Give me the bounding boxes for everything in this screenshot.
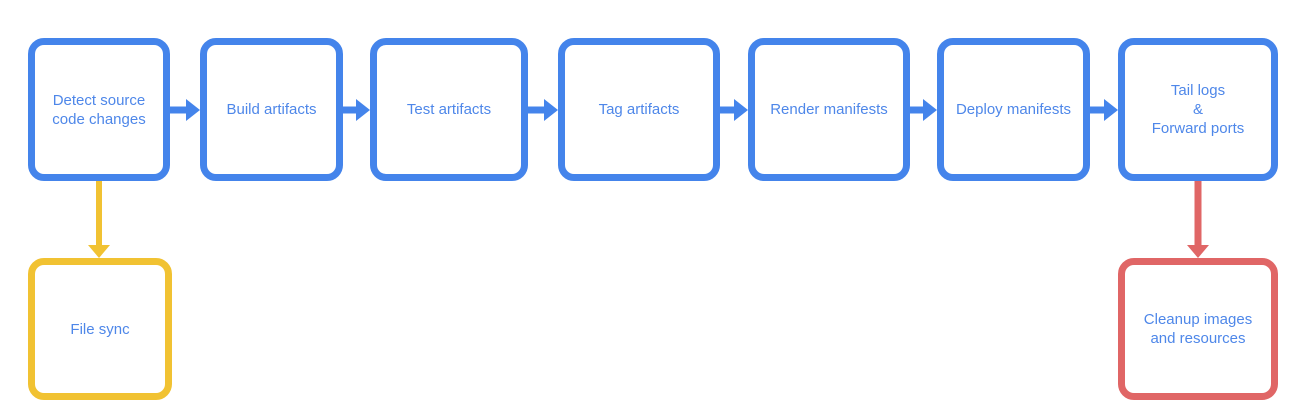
node-label: Tail logs & Forward ports [1151,82,1245,137]
arrow-down-icon [88,181,110,258]
node-label: Render manifests [770,101,888,118]
arrow-right-icon [343,98,370,122]
node-tail-logs-forward-ports: Tail logs & Forward ports [1118,38,1278,181]
arrow-right-icon [1090,98,1118,122]
node-test-artifacts: Test artifacts [370,38,528,181]
node-label: Tag artifacts [598,101,680,118]
node-label: Detect source code changes [52,91,146,128]
node-tag-artifacts: Tag artifacts [558,38,720,181]
arrow-right-icon [528,98,558,122]
arrow-right-icon [720,98,748,122]
node-label: Build artifacts [226,101,317,118]
node-label: File sync [70,320,130,338]
arrow-right-icon [910,98,937,122]
node-label: Test artifacts [406,101,492,118]
arrow-right-icon [170,98,200,122]
node-label: Deploy manifests [955,101,1072,118]
node-render-manifests: Render manifests [748,38,910,181]
node-detect-source-code-changes: Detect source code changes [28,38,170,181]
node-build-artifacts: Build artifacts [200,38,343,181]
arrow-down-icon [1187,181,1209,258]
node-file-sync: File sync [28,258,172,400]
node-cleanup-images-and-resources: Cleanup images and resources [1118,258,1278,400]
node-deploy-manifests: Deploy manifests [937,38,1090,181]
node-label: Cleanup images and resources [1143,311,1253,347]
